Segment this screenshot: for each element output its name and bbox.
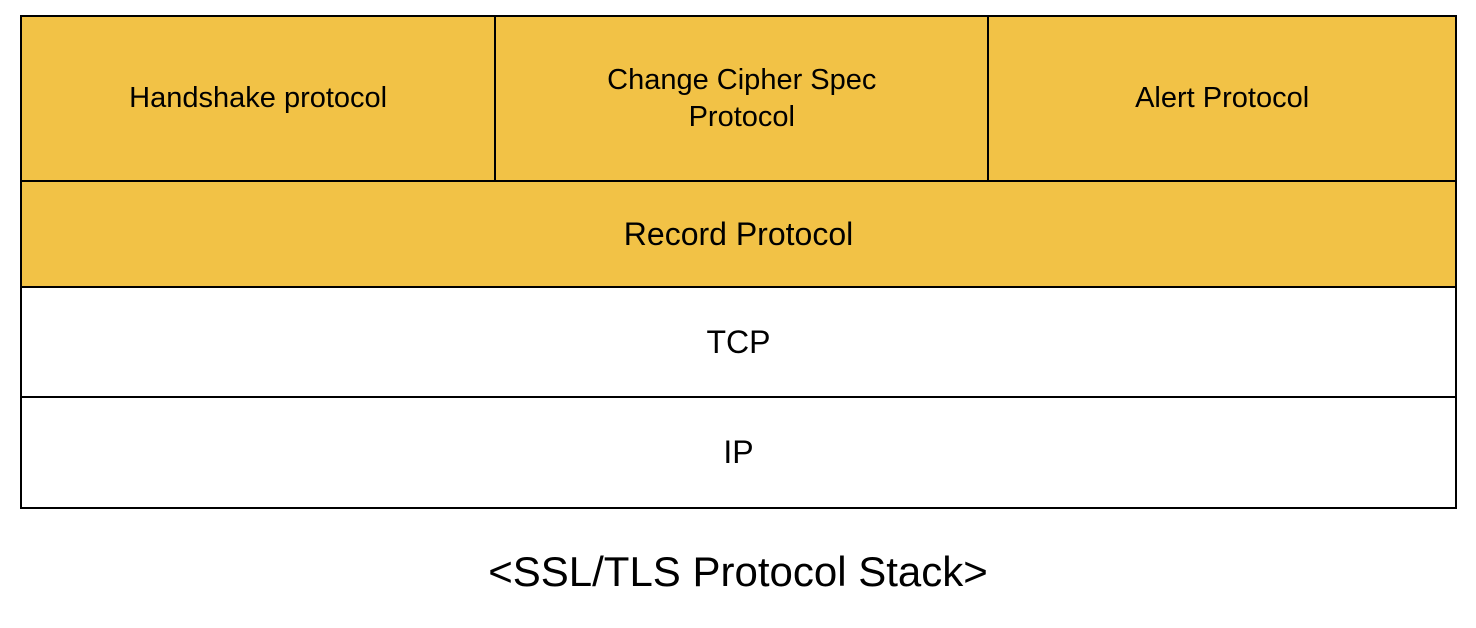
ssl-tls-protocol-stack-table: Handshake protocol Change Cipher Spec Pr…	[20, 15, 1457, 509]
alert-protocol-label: Alert Protocol	[1135, 82, 1310, 115]
handshake-protocol-label: Handshake protocol	[129, 82, 388, 115]
cell-record-protocol: Record Protocol	[22, 182, 1455, 286]
row-subprotocols: Handshake protocol Change Cipher Spec Pr…	[22, 17, 1455, 182]
change-cipher-spec-protocol-label: Change Cipher Spec Protocol	[607, 64, 877, 133]
tcp-label: TCP	[706, 323, 771, 360]
cell-tcp: TCP	[22, 288, 1455, 396]
row-tcp: TCP	[22, 288, 1455, 398]
row-record-protocol: Record Protocol	[22, 182, 1455, 288]
cell-alert-protocol: Alert Protocol	[989, 17, 1455, 180]
cell-handshake-protocol: Handshake protocol	[22, 17, 497, 180]
record-protocol-label: Record Protocol	[623, 215, 854, 252]
row-ip: IP	[22, 398, 1455, 507]
ip-label: IP	[723, 434, 754, 471]
cell-change-cipher-spec-protocol: Change Cipher Spec Protocol	[496, 17, 990, 180]
cell-ip: IP	[22, 398, 1455, 507]
diagram-caption: <SSL/TLS Protocol Stack>	[488, 548, 988, 595]
